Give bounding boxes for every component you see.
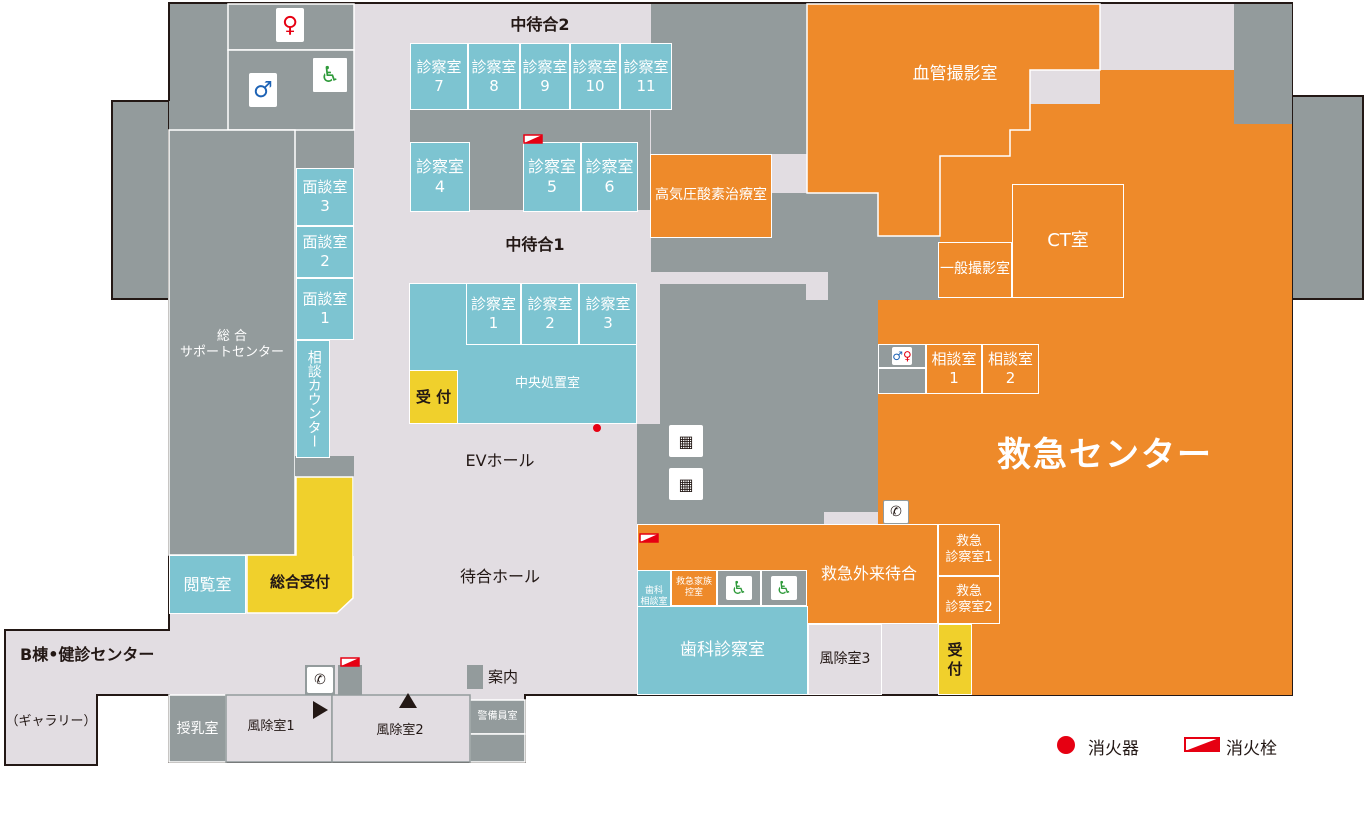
accessible-restroom-2: ♿: [761, 570, 807, 606]
phone-icon: ✆: [307, 667, 333, 693]
accessible-restroom-1: ♿: [717, 570, 761, 606]
angiography-room: 血管撮影室: [912, 64, 998, 85]
exam-room-8: 診察室 8: [468, 43, 520, 110]
exam-room-1: 診察室 1: [466, 283, 521, 345]
waiting-hall: 待合ホール: [459, 567, 540, 586]
vestibule-2: 風除室2: [376, 722, 424, 738]
emergency-exam-room-2: 救急 診察室2: [938, 576, 1000, 624]
consultation-room-2: 相談室 2: [982, 344, 1039, 394]
exam-room-11: 診察室 11: [620, 43, 672, 110]
accessible-restroom-icon: ♿: [771, 576, 797, 600]
interview-room-2: 面談室 2: [296, 226, 354, 278]
family-waiting-room: 救急家族 控室: [671, 570, 717, 606]
middle-waiting-2: 中待合2: [510, 15, 570, 34]
exam-room-4: 診察室 4: [410, 142, 470, 212]
exam-room-5: 診察室 5: [523, 142, 581, 212]
general-support-center: 総 合 サポートセンター: [179, 328, 284, 360]
exam-room-2: 診察室 2: [521, 283, 579, 345]
elevator-icon: ▦: [669, 468, 703, 500]
interview-room-3: 面談室 3: [296, 168, 354, 226]
emergency-outpatient-waiting: 救急外来待合: [820, 564, 917, 583]
vestibule-3: 風除室3: [808, 624, 882, 695]
ct-room: CT室: [1012, 184, 1124, 298]
hydrant-legend-icon: [1184, 737, 1220, 752]
male-restroom-icon: ♂: [249, 73, 277, 107]
consultation-room-1: 相談室 1: [926, 344, 982, 394]
female-restroom-icon: ♀: [276, 8, 304, 42]
emergency-exam-room-1: 救急 診察室1: [938, 524, 1000, 576]
reading-room: 閲覧室: [169, 555, 246, 614]
central-treatment-room: 中央処置室: [514, 376, 580, 392]
hyperbaric-oxygen-room: 高気圧酸素治療室: [650, 154, 772, 238]
extinguisher-legend-icon: [1057, 736, 1075, 754]
phone-icon: ✆: [883, 500, 909, 524]
information-desk: 案内: [487, 667, 518, 686]
general-reception-shape: [246, 476, 354, 614]
exam-room-10: 診察室 10: [570, 43, 620, 110]
exam-room-6: 診察室 6: [581, 142, 638, 212]
consultation-counter: 相談カウンター: [296, 340, 330, 458]
restroom-icon: ♂♀: [892, 347, 912, 365]
general-reception: 総合受付: [246, 476, 354, 614]
central-reception: 受 付: [409, 370, 458, 424]
exam-room-9: 診察室 9: [520, 43, 570, 110]
b-building-checkup-center: B棟•健診センター: [20, 645, 155, 664]
accessible-restroom-icon: ♿: [726, 576, 752, 600]
map-legend: 消火器 消火栓: [1050, 730, 1310, 760]
accessible-restroom-icon: ♿: [312, 57, 348, 93]
emergency-center: 救急センター: [997, 434, 1213, 475]
exam-room-7: 診察室 7: [410, 43, 468, 110]
gallery: （ギャラリー）: [5, 713, 97, 729]
interview-room-1: 面談室 1: [296, 278, 354, 340]
middle-waiting-1: 中待合1: [505, 235, 565, 254]
vestibule-1: 風除室1: [247, 718, 295, 734]
emergency-reception: 受 付: [938, 624, 972, 695]
security-office: 警備員室: [477, 710, 518, 722]
restroom: ♂♀: [878, 344, 926, 368]
dental-exam-room: 歯科診察室: [637, 606, 808, 695]
nursing-room: 授乳室: [176, 721, 219, 738]
hydrant-legend-label: 消火栓: [1226, 739, 1277, 759]
elevator-hall: EVホール: [465, 451, 535, 470]
general-reception-label: 総合受付: [269, 572, 330, 591]
elevator-icon: ▦: [669, 425, 703, 457]
utility-space: [878, 368, 926, 394]
exam-room-3: 診察室 3: [579, 283, 637, 345]
extinguisher-legend-label: 消火器: [1088, 739, 1139, 759]
general-radiography-room: 一般撮影室: [938, 242, 1012, 298]
